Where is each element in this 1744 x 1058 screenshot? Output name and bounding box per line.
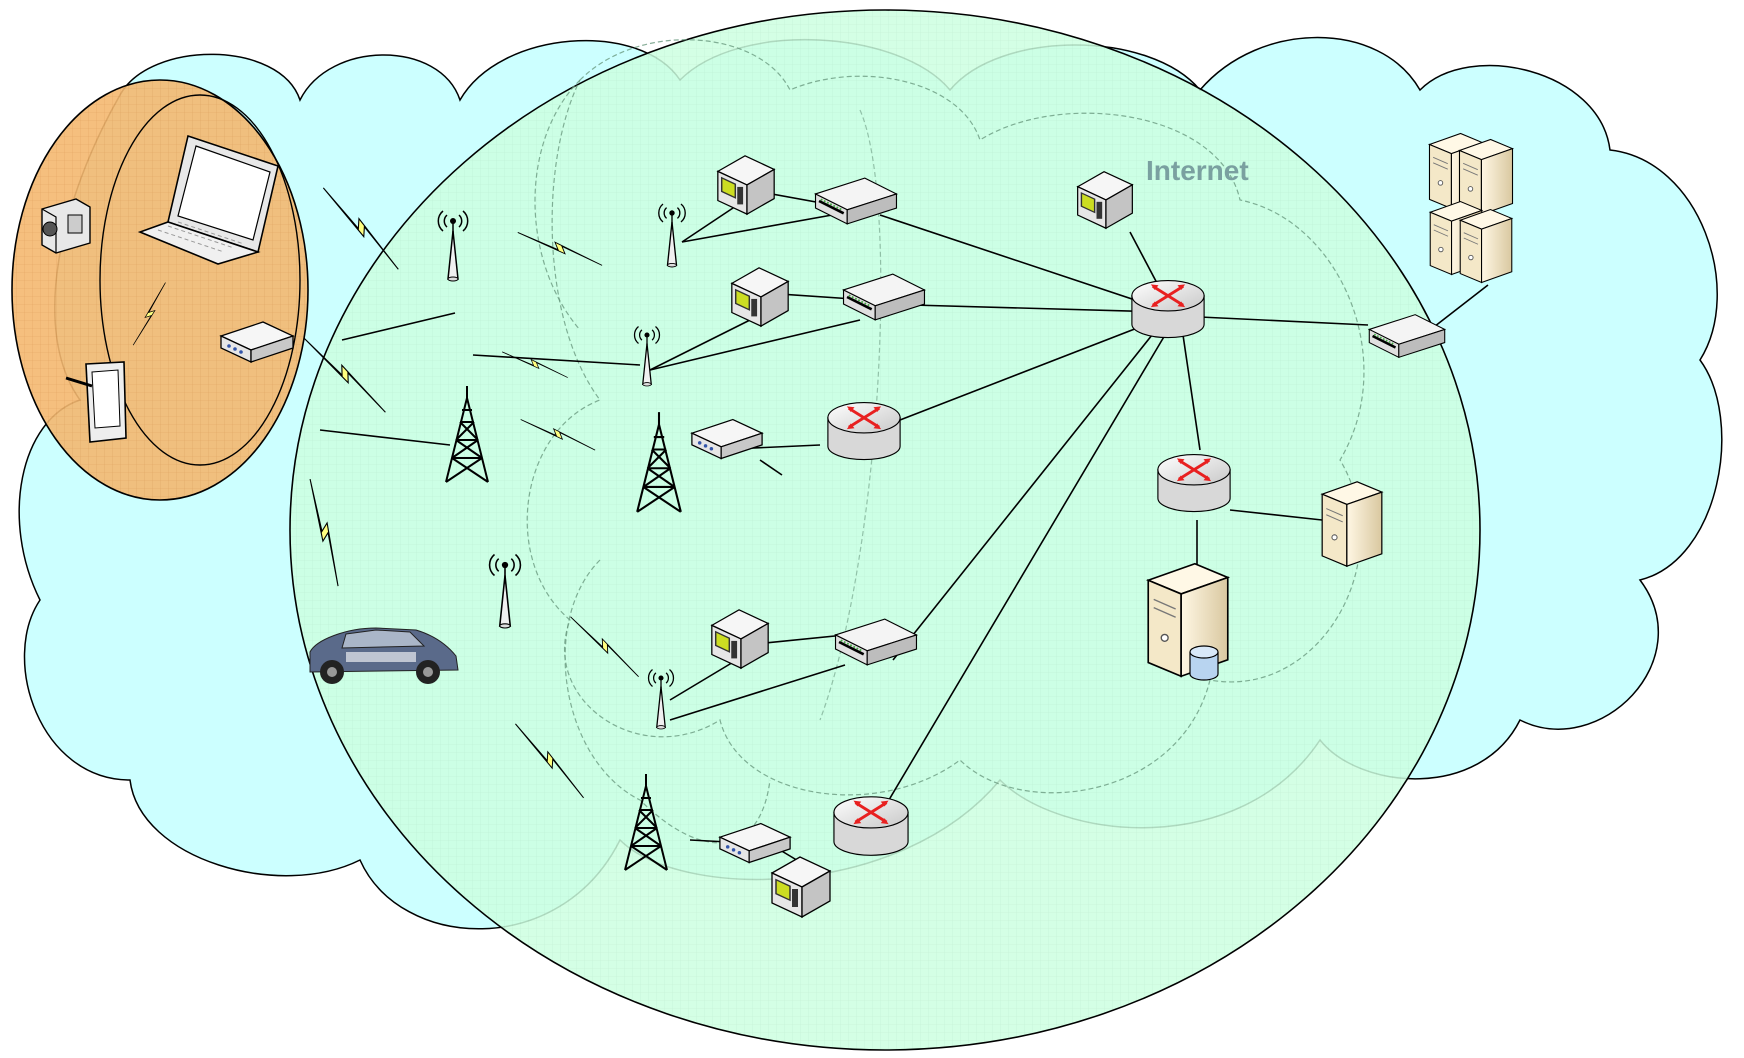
links [319, 189, 1489, 863]
car-icon [309, 627, 459, 684]
personal-area [11, 79, 309, 501]
router-icon [832, 795, 910, 857]
internet-region [289, 9, 1481, 1051]
router-icon [1156, 453, 1232, 514]
internet-label: Internet [1146, 155, 1249, 186]
laptop-icon [137, 134, 279, 265]
server-cluster-icon [1428, 132, 1514, 283]
server-icon [1321, 481, 1383, 567]
router-icon [826, 401, 902, 462]
tablet-icon [65, 361, 127, 443]
database-server-icon [1147, 562, 1229, 681]
camcorder-icon [41, 198, 91, 254]
router-icon [1130, 279, 1206, 340]
